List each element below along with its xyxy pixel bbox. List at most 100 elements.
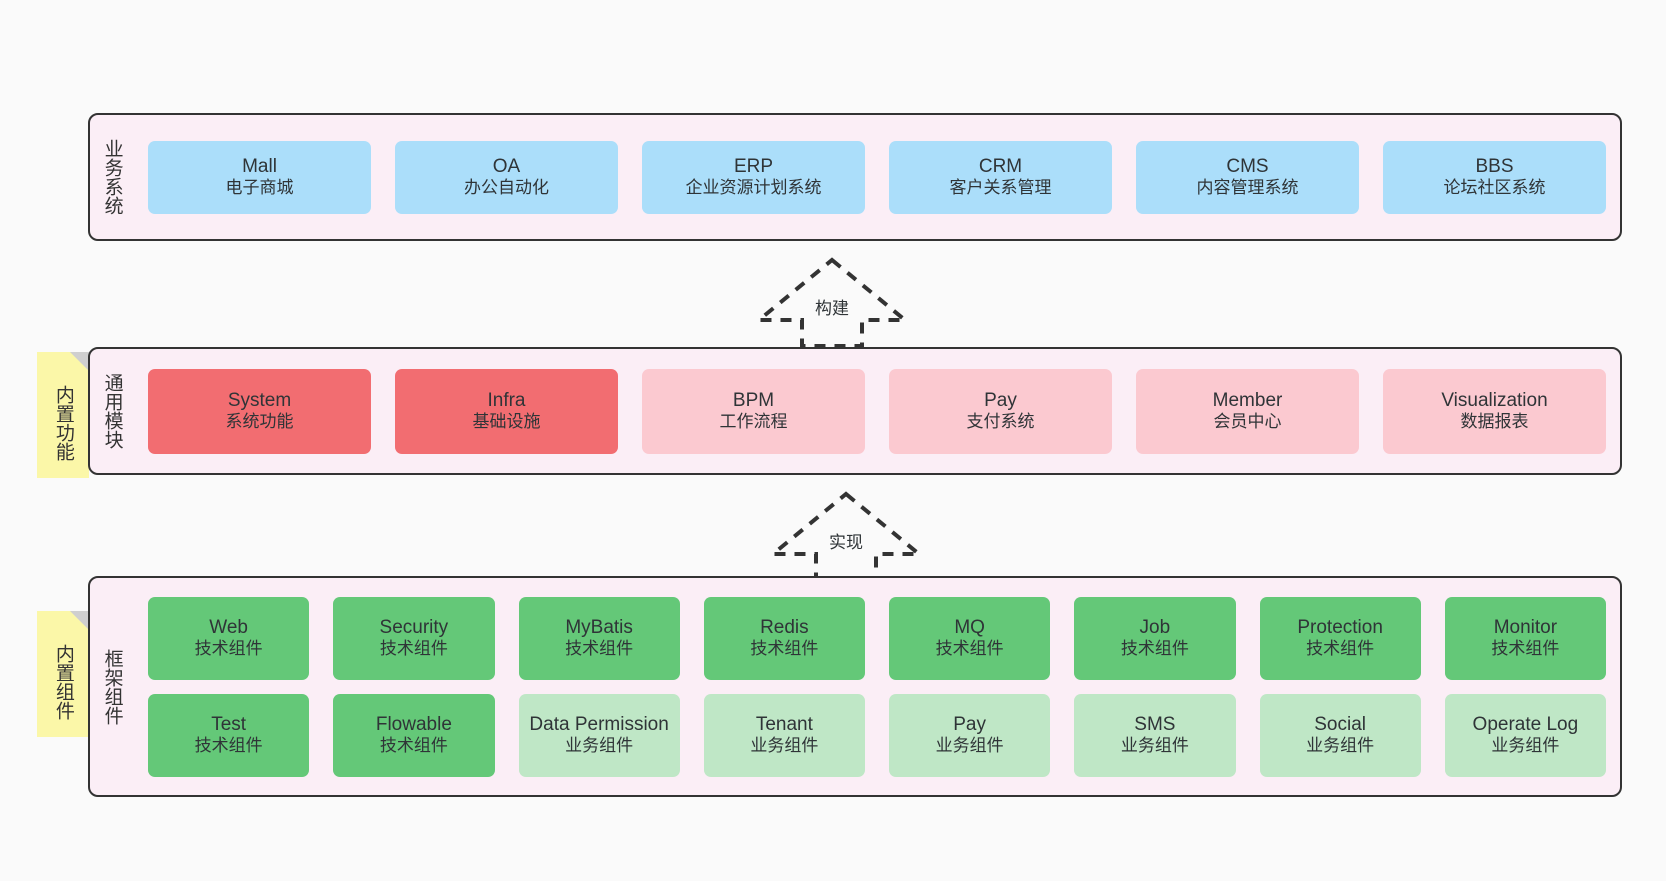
node-title-cn: 工作流程	[719, 412, 788, 432]
node-test[interactable]: Test 技术组件	[148, 693, 310, 777]
node-title-cn: 技术组件	[379, 639, 448, 659]
node-crm[interactable]: CRM 客户关系管理	[889, 140, 1112, 214]
layer-body-business-system: Mall 电子商城 OA 办公自动化 ERP 企业资源计划系统 CRM 客户关系…	[134, 115, 1620, 239]
node-title-cn: 业务组件	[750, 736, 819, 756]
node-job[interactable]: Job 技术组件	[1074, 596, 1236, 680]
node-erp[interactable]: ERP 企业资源计划系统	[642, 140, 865, 214]
dashed-hollow-arrow-shape	[767, 491, 925, 582]
folded-corner-icon	[70, 352, 89, 371]
node-title-cn: 业务组件	[935, 736, 1004, 756]
node-title-en: CRM	[978, 156, 1023, 178]
node-title-cn: 技术组件	[194, 736, 263, 756]
node-title-cn: 内容管理系统	[1196, 178, 1299, 198]
node-title-en: CMS	[1226, 156, 1269, 178]
node-title-cn: 电子商城	[225, 178, 294, 198]
node-title-en: Tenant	[755, 714, 813, 736]
node-flowable[interactable]: Flowable 技术组件	[333, 693, 495, 777]
node-title-cn: 技术组件	[379, 736, 448, 756]
node-sms[interactable]: SMS 业务组件	[1074, 693, 1236, 777]
node-title-cn: 技术组件	[565, 639, 634, 659]
node-title-cn: 技术组件	[1491, 639, 1560, 659]
node-title-cn: 系统功能	[225, 412, 294, 432]
node-title-cn: 业务组件	[1120, 736, 1189, 756]
node-mall[interactable]: Mall 电子商城	[148, 140, 371, 214]
node-title-cn: 技术组件	[750, 639, 819, 659]
connector-label-build: 构建	[813, 294, 851, 319]
layer-row: Mall 电子商城 OA 办公自动化 ERP 企业资源计划系统 CRM 客户关系…	[148, 140, 1606, 214]
node-web[interactable]: Web 技术组件	[148, 596, 310, 680]
node-title-en: BBS	[1475, 156, 1514, 178]
sticky-note-builtin-component[interactable]: 内置组件	[37, 611, 89, 737]
layer-business-system[interactable]: 业务系统 Mall 电子商城 OA 办公自动化 ERP 企业资源计划系统 CRM…	[88, 113, 1622, 241]
node-pay-business[interactable]: Pay 业务组件	[889, 693, 1051, 777]
node-oa[interactable]: OA 办公自动化	[395, 140, 618, 214]
node-redis[interactable]: Redis 技术组件	[703, 596, 865, 680]
folded-corner-icon	[70, 611, 89, 630]
node-bpm[interactable]: BPM 工作流程	[642, 368, 865, 454]
node-protection[interactable]: Protection 技术组件	[1259, 596, 1421, 680]
node-title-en: Protection	[1297, 617, 1383, 639]
node-title-en: Social	[1314, 714, 1366, 736]
dashed-hollow-arrow-shape	[753, 257, 911, 348]
node-title-cn: 客户关系管理	[949, 178, 1052, 198]
node-pay[interactable]: Pay 支付系统	[889, 368, 1112, 454]
layer-title-framework-components: 框架组件	[101, 648, 123, 725]
node-monitor[interactable]: Monitor 技术组件	[1444, 596, 1606, 680]
layer-body-common-modules: System 系统功能 Infra 基础设施 BPM 工作流程 Pay 支付系统…	[134, 349, 1620, 473]
node-title-en: Pay	[984, 390, 1017, 412]
node-title-en: Test	[211, 714, 247, 736]
node-title-cn: 基础设施	[472, 412, 541, 432]
node-data-permission[interactable]: Data Permission 业务组件	[518, 693, 680, 777]
node-title-cn: 支付系统	[966, 412, 1035, 432]
layer-common-modules[interactable]: 通用模块 System 系统功能 Infra 基础设施 BPM 工作流程 Pay…	[88, 347, 1622, 475]
node-title-en: OA	[492, 156, 521, 178]
node-title-cn: 技术组件	[1306, 639, 1375, 659]
node-title-cn: 技术组件	[194, 639, 263, 659]
node-title-en: SMS	[1134, 714, 1176, 736]
node-title-en: Pay	[953, 714, 986, 736]
node-mybatis[interactable]: MyBatis 技术组件	[518, 596, 680, 680]
connector-build: 构建	[753, 257, 911, 348]
node-title-en: Member	[1212, 390, 1283, 412]
node-member[interactable]: Member 会员中心	[1136, 368, 1359, 454]
node-title-cn: 数据报表	[1460, 412, 1529, 432]
layer-row: Web 技术组件 Security 技术组件 MyBatis 技术组件 Redi…	[148, 596, 1606, 680]
connector-label-implement: 实现	[827, 528, 865, 553]
node-title-cn: 业务组件	[1491, 736, 1560, 756]
node-cms[interactable]: CMS 内容管理系统	[1136, 140, 1359, 214]
layer-body-framework-components: Web 技术组件 Security 技术组件 MyBatis 技术组件 Redi…	[134, 578, 1620, 795]
node-security[interactable]: Security 技术组件	[333, 596, 495, 680]
node-social[interactable]: Social 业务组件	[1259, 693, 1421, 777]
node-title-cn: 办公自动化	[464, 178, 549, 198]
node-bbs[interactable]: BBS 论坛社区系统	[1383, 140, 1606, 214]
node-title-cn: 论坛社区系统	[1443, 178, 1546, 198]
node-title-en: MQ	[954, 617, 985, 639]
layer-row: Test 技术组件 Flowable 技术组件 Data Permission …	[148, 693, 1606, 777]
node-tenant[interactable]: Tenant 业务组件	[703, 693, 865, 777]
sticky-note-builtin-function[interactable]: 内置功能	[37, 352, 89, 478]
node-infra[interactable]: Infra 基础设施	[395, 368, 618, 454]
node-title-en: Mall	[242, 156, 277, 178]
node-title-en: Visualization	[1441, 390, 1548, 412]
layer-title-common-modules: 通用模块	[101, 373, 123, 449]
node-title-cn: 会员中心	[1213, 412, 1282, 432]
node-operate-log[interactable]: Operate Log 业务组件	[1444, 693, 1606, 777]
node-title-en: Redis	[760, 617, 809, 639]
node-title-cn: 业务组件	[565, 736, 634, 756]
node-system[interactable]: System 系统功能	[148, 368, 371, 454]
node-title-en: ERP	[733, 156, 774, 178]
node-title-cn: 技术组件	[935, 639, 1004, 659]
node-title-en: Monitor	[1493, 617, 1558, 639]
layer-framework-components[interactable]: 框架组件 Web 技术组件 Security 技术组件 MyBatis 技术组件…	[88, 576, 1622, 797]
sticky-note-label: 内置组件	[52, 644, 74, 720]
node-title-en: Flowable	[375, 714, 452, 736]
node-title-cn: 企业资源计划系统	[685, 178, 822, 198]
node-title-en: BPM	[732, 390, 775, 412]
node-mq[interactable]: MQ 技术组件	[889, 596, 1051, 680]
node-title-en: MyBatis	[565, 617, 633, 639]
layer-row: System 系统功能 Infra 基础设施 BPM 工作流程 Pay 支付系统…	[148, 368, 1606, 454]
node-title-en: Web	[209, 617, 248, 639]
layer-title-business-system: 业务系统	[101, 139, 123, 215]
node-visualization[interactable]: Visualization 数据报表	[1383, 368, 1606, 454]
